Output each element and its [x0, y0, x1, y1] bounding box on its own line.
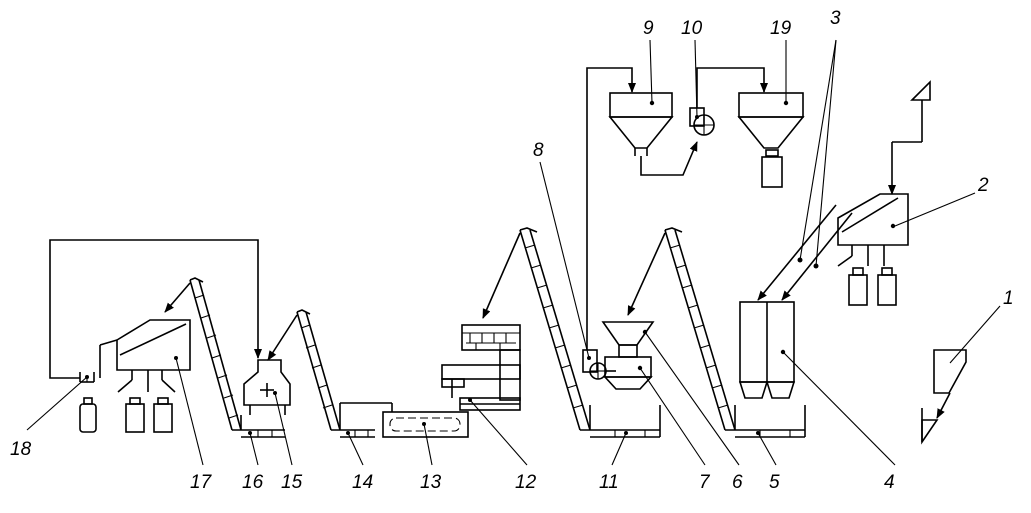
callout-17: 17	[190, 472, 213, 493]
elevator-14	[267, 309, 393, 438]
cyclone-9	[608, 92, 698, 176]
filter-bin-19	[737, 92, 805, 188]
callout-3: 3	[830, 8, 841, 29]
callout-7: 7	[699, 472, 711, 493]
callout-1: 1	[1003, 288, 1014, 309]
callout-14: 14	[352, 472, 373, 493]
callout-5: 5	[769, 472, 780, 493]
weigher-7	[603, 356, 653, 390]
elevator-11	[482, 227, 661, 438]
storage-bins-4	[738, 301, 796, 399]
leader-lines	[26, 39, 1001, 466]
receiving-hopper-1	[921, 349, 967, 445]
separator-2	[837, 80, 931, 306]
callout-2: 2	[977, 175, 989, 196]
return-loop-18	[49, 239, 262, 383]
callout-19: 19	[770, 18, 792, 39]
sieve-17	[79, 319, 191, 433]
callout-11: 11	[599, 472, 619, 493]
elevator-5	[627, 227, 806, 438]
callout-16: 16	[242, 472, 264, 493]
conveyor-13	[382, 411, 469, 438]
dosing-hopper-6	[601, 321, 655, 358]
callout-13: 13	[420, 472, 442, 493]
callout-labels: 1 2 3 4 5 6 7 8 9 10 11 12 13 14 15 16 1…	[10, 8, 1014, 493]
blower-10	[689, 67, 768, 136]
callout-4: 4	[884, 472, 895, 493]
callout-6: 6	[732, 472, 743, 493]
fan-8	[582, 67, 636, 380]
callout-15: 15	[281, 472, 303, 493]
callout-10: 10	[681, 18, 703, 39]
mixer-15	[243, 359, 291, 415]
callout-18: 18	[10, 439, 32, 460]
distributor-12	[441, 324, 521, 411]
callout-12: 12	[515, 472, 537, 493]
elevator-16	[164, 277, 285, 438]
callout-9: 9	[643, 18, 654, 39]
callout-8: 8	[533, 140, 544, 161]
